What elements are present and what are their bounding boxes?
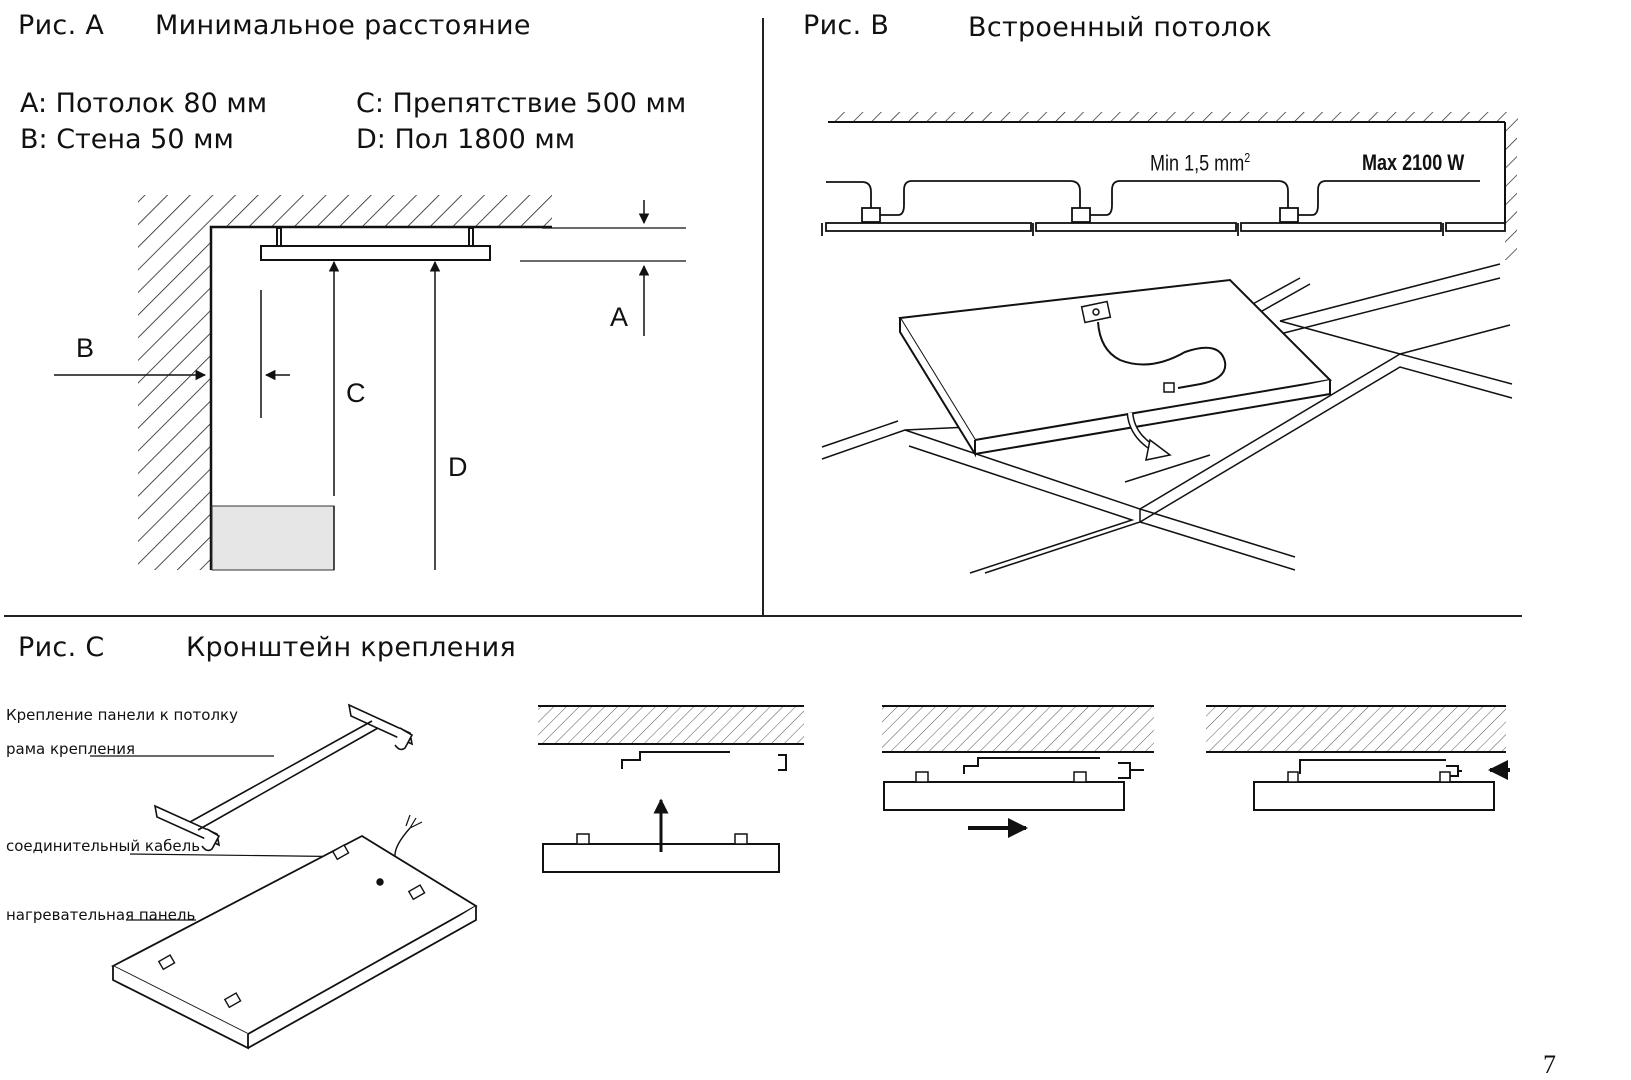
install-step-1 — [538, 705, 804, 873]
power-cord — [1097, 321, 1227, 389]
section-separators — [4, 18, 1522, 617]
wall-ceiling-hatch — [138, 195, 552, 570]
fig-b-title: Встроенный потолок — [968, 12, 1273, 43]
plug-icon — [1163, 382, 1175, 393]
junction-box — [1080, 300, 1112, 324]
fig-c-exploded — [90, 703, 1510, 1050]
dim-label-d: D — [448, 452, 468, 482]
mounting-frame — [153, 703, 414, 852]
cable-connectors — [861, 207, 1299, 223]
panel-brackets — [157, 844, 426, 1009]
dimension-a — [520, 200, 686, 336]
dim-label-c: C — [346, 378, 366, 408]
tilted-heater-panel — [898, 278, 1333, 458]
install-step-2 — [882, 705, 1154, 838]
heater-panel — [260, 227, 491, 261]
fig-a-title: Минимальное расстояние — [155, 10, 531, 41]
fig-a-label: Рис. A — [18, 10, 105, 41]
cable-label: Min 1,5 mm2 — [1150, 150, 1251, 176]
dim-label-a: A — [610, 302, 629, 332]
supply-cable — [826, 180, 1480, 216]
power-label: Max 2100 W — [1362, 150, 1465, 175]
fig-c-label: Рис. C — [18, 632, 105, 663]
install-step-3 — [1206, 705, 1510, 811]
heating-panel — [111, 834, 478, 1050]
callout-frame: рама крепления — [6, 740, 136, 758]
spec-ceiling: A: Потолок 80 мм — [20, 88, 268, 119]
obstacle-block — [211, 505, 335, 571]
fig-b-label: Рис. B — [803, 10, 890, 41]
callout-cable: соединительный кабель — [6, 837, 201, 855]
dimension-b — [54, 290, 290, 418]
fig-a-diagram — [54, 195, 686, 571]
wall-ceiling-edge — [209, 225, 552, 570]
callout-mount: Крепление панели к потолку — [6, 706, 238, 724]
page-number: 7 — [1543, 1050, 1556, 1079]
dim-label-b: B — [76, 333, 95, 363]
ceiling-hatch — [828, 112, 1518, 122]
side-wall-hatch — [1505, 122, 1517, 260]
fig-c-title: Кронштейн крепления — [186, 632, 517, 663]
fig-b-diagram — [821, 112, 1518, 574]
spec-wall: B: Стена 50 мм — [20, 124, 234, 155]
suspended-grid — [821, 263, 1513, 574]
spec-floor: D: Пол 1800 мм — [356, 124, 576, 155]
panel-row — [821, 222, 1506, 236]
spec-obstacle: C: Препятствие 500 мм — [356, 88, 687, 119]
